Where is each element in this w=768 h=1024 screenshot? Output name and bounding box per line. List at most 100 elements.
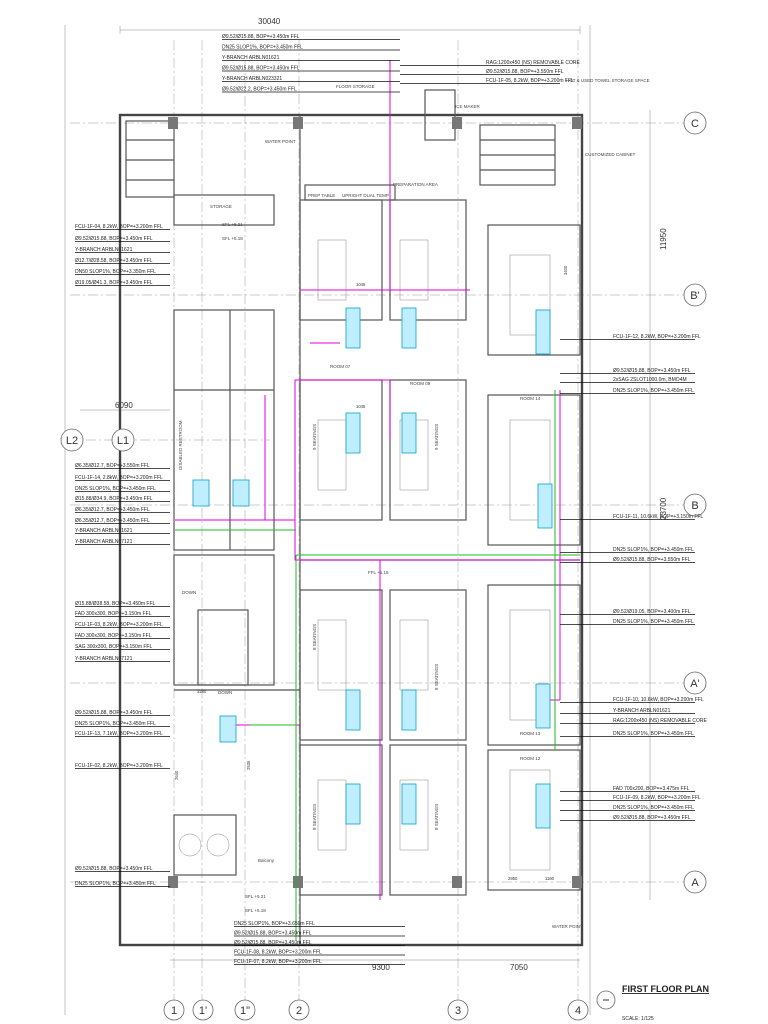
annotation-label: DN25 SLOP1%, BOP=+3.450m FFL	[613, 805, 694, 811]
annotation-label: Y-BRANCH ARBLN01621	[613, 708, 671, 714]
grid-bubble-column: 3	[447, 999, 469, 1021]
room-label-prep-table: PREP TABLE	[308, 193, 335, 198]
svg-text:4: 4	[575, 1005, 581, 1017]
grid-bubble-row: A	[683, 870, 707, 894]
annotation-label: FAD 300x300, BOP=+3.150m FFL	[75, 611, 152, 617]
fcu-unit	[401, 689, 417, 731]
room-label-water-point: WATER POINT	[265, 139, 296, 144]
annotation-label: FCU-1F-10, 10.6kW, BOP=+3.200m FFL	[613, 697, 704, 703]
grid-bubble-row: A'	[683, 671, 707, 695]
room-label-room-14: ROOM 14	[520, 396, 541, 401]
annotation-label: Ø9.52/Ø15.88, BOP=+3.450m FFL	[234, 931, 312, 937]
annotation-label: FCU-1F-03, 8.2kW, BOP=+3.200m FFL	[75, 622, 163, 628]
annotation-label: Y-BRANCH ARBLN07121	[75, 656, 133, 662]
annotation-label: DN25 SLOP1%, BOP=+3.650m FFL	[234, 921, 315, 927]
annotation-label: Ø9.52/Ø15.88, BOP=+3.450m FFL	[613, 815, 691, 821]
annotation-label: RAG:1200x450 (NS) REMOVABLE CORE	[486, 60, 580, 66]
svg-text:C: C	[691, 118, 699, 130]
room-label-seatings: 8 SEATINGS	[434, 664, 439, 690]
fcu-unit	[345, 783, 361, 825]
annotation-label: Ø6.35/Ø12.7, BOP=+3.450m FFL	[75, 518, 150, 524]
fcu-unit	[345, 307, 361, 349]
room-label-down: DOWN	[182, 590, 196, 595]
svg-text:1": 1"	[240, 1005, 250, 1017]
dim-bottom-1: 9300	[372, 963, 390, 972]
grid-bubble-row: C	[683, 111, 707, 135]
room-label-storage: STORAGE	[210, 204, 232, 209]
sfl-label: SFL +5.18	[222, 236, 243, 241]
annotation-label: Ø12.7/Ø28.58, BOP=+3.450m FFL	[75, 258, 153, 264]
annotation-label: Ø15.88/Ø38.58, BOP=+3.450m FFL	[75, 601, 156, 607]
room-label-seatings: 8 SEATINGS	[312, 804, 317, 830]
annotation-label: Ø9.52/Ø15.88, BOP=+3.450m FFL	[75, 866, 153, 872]
room-label-ice-maker: ICE MAKER	[455, 104, 481, 109]
fcu-unit	[535, 783, 551, 829]
grid-bubble-row: B'	[683, 283, 707, 307]
annotation-label: FCU-1F-13, 7.1kW, BOP=+3.200m FFL	[75, 731, 163, 737]
room-label-room-13: ROOM 13	[520, 731, 541, 736]
dim-2535: 2535	[246, 760, 251, 770]
room-label-restroom: DISABLED RESTROOM	[178, 420, 183, 470]
annotation-label: Ø9.52/Ø15.88, BOP=+3.450m FFL	[75, 710, 153, 716]
grid-bubble-row: B	[683, 493, 707, 517]
room-label-upright: UPRIGHT DUAL TEMP	[342, 193, 389, 198]
fcu-unit	[232, 479, 250, 507]
room-label-down: DOWN	[218, 690, 232, 695]
room-label-balcony: Balcony	[258, 858, 275, 863]
annotation-label: Y-BRANCH ARBLN01621	[75, 528, 133, 534]
svg-text:B: B	[691, 500, 698, 512]
sfl-label: SFL +5.21	[222, 222, 243, 227]
grid-bubble-column: 1	[163, 999, 185, 1021]
sfl-label: SFL +5.18	[245, 908, 266, 913]
annotation-label: DN25 SLOP1%, BOP=+3.450m FFL	[613, 731, 694, 737]
svg-text:L1: L1	[117, 435, 129, 447]
dim-2950: 2950	[508, 876, 518, 881]
annotation-label: Ø9.52/Ø15.88, BOP=+3.450m FFL	[234, 940, 312, 946]
svg-text:1': 1'	[199, 1005, 207, 1017]
dim-left: 6090	[115, 401, 133, 410]
svg-text:L2: L2	[66, 435, 78, 447]
room-label-seatings: 9 SEATINGS	[434, 424, 439, 450]
dim-right-2: 23700	[659, 497, 668, 520]
room-label-room-07: ROOM 07	[330, 364, 351, 369]
sfl-label: SFL +5.21	[245, 894, 266, 899]
svg-text:2: 2	[296, 1005, 302, 1017]
fcu-unit	[345, 412, 361, 454]
fcu-unit	[401, 783, 417, 825]
annotations-top-right: RAG:1200x450 (NS) REMOVABLE CORE Ø9.52/Ø1…	[400, 60, 580, 84]
fcu-unit	[535, 309, 551, 355]
annotations-bottom: DN25 SLOP1%, BOP=+3.650m FFL Ø9.52/Ø15.88…	[234, 921, 405, 965]
annotation-label: DN25 SLOP1%, BOP=+3.450m FFL	[613, 547, 694, 553]
condensate-piping	[175, 390, 580, 940]
fcu-unit	[219, 715, 237, 743]
annotation-label: Ø9.52/Ø15.88, BOP=+3.450m FFL	[222, 66, 300, 72]
room-labels: STORAGE WATER POINT WATER POINT PREP TAB…	[178, 78, 650, 929]
annotation-label: Y-BRANCH ARBLN01621	[75, 247, 133, 253]
annotation-label: Y-BRANCH ARBLN01621	[222, 55, 280, 61]
annotations-left: FCU-1F-04, 8.2kW, BOP=+3.200m FFLØ9.52/Ø…	[75, 224, 170, 887]
fcu-unit	[345, 689, 361, 731]
grid-bubble-column: 2	[288, 999, 310, 1021]
annotations-right: FCU-1F-12, 8.2kW, BOP=+3.200m FFL Ø9.52/Ø…	[560, 334, 707, 821]
room-label-seatings: 8 SEATINGS	[312, 624, 317, 650]
room-label-water-point-bottom: WATER POINT	[552, 924, 583, 929]
room-label-floor-storage: FLOOR STORAGE	[336, 84, 375, 89]
annotation-label: DN25 SLOP1%, BOP=+3.450m FFL	[222, 45, 303, 51]
annotation-label: FAD 300x300, BOP=+3.150m FFL	[75, 633, 152, 639]
grid-bubble-column: 4	[567, 999, 589, 1021]
annotation-label: FCU-1F-12, 8.2kW, BOP=+3.200m FFL	[613, 334, 701, 340]
grid-bubble-left: L2	[60, 428, 84, 452]
dimension-lines: 30040 9300 7050 11950 23700 6090	[80, 17, 668, 972]
annotation-label: Ø9.52/Ø15.88, BOP=+3.550m FFL	[486, 69, 564, 75]
room-label-cabinet: CUSTOMIZED CABINET	[585, 152, 636, 157]
annotation-label: FCU-1F-05, 8.2kW, BOP=+3.200m FFL	[486, 78, 574, 84]
svg-text:3: 3	[455, 1005, 461, 1017]
annotation-label: Y-BRANCH ARBLN07121	[75, 539, 133, 545]
annotation-label: Ø9.52/Ø15.88, BOP=+3.550m FFL	[613, 557, 691, 563]
svg-text:1: 1	[171, 1005, 177, 1017]
structural-columns	[168, 117, 582, 888]
annotation-label: DN25 SLOP1%, BOP=+3.450m FFL	[613, 388, 694, 394]
dim-2640: 2640	[174, 770, 179, 780]
annotation-label: FAD 700x200, BOP=+3.475m FFL	[613, 786, 690, 792]
